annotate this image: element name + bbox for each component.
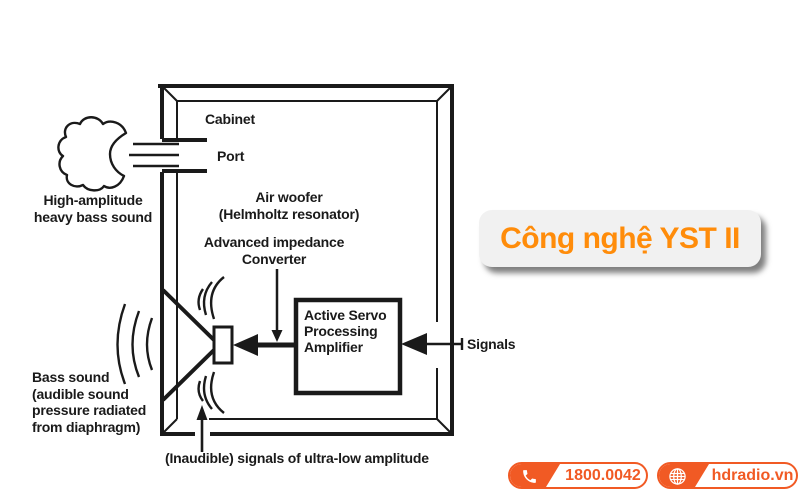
globe-icon: [669, 468, 686, 485]
internal-sound-waves-lower-icon: [197, 371, 225, 414]
external-sound-waves-icon: [116, 303, 154, 385]
impedance-converter-label: Advanced impedance Converter: [203, 234, 345, 267]
cabinet-label: Cabinet: [205, 111, 255, 127]
inaudible-label: (Inaudible) signals of ultra-low amplitu…: [165, 450, 429, 466]
website-url: hdradio.vn: [711, 466, 794, 484]
cabinet-outline: [158, 84, 454, 436]
phone-icon: [523, 470, 536, 483]
website-badge[interactable]: hdradio.vn: [657, 462, 798, 489]
internal-sound-waves-upper-icon: [197, 276, 225, 320]
phone-badge-slant: [510, 464, 560, 487]
cabinet-inner-walls: [160, 84, 454, 436]
air-woofer-label: Air woofer (Helmholtz resonator): [218, 189, 360, 222]
bass-sound-label: Bass sound (audible sound pressure radia…: [32, 369, 147, 435]
cloud-icon: [57, 116, 128, 192]
driver-rect: [212, 325, 234, 365]
phone-badge[interactable]: 1800.0042: [508, 462, 648, 489]
tech-badge-label: Công nghệ YST II: [500, 221, 740, 255]
port-tube: [162, 138, 207, 173]
tech-badge: Công nghệ YST II: [479, 210, 761, 267]
port-label: Port: [217, 148, 245, 164]
high-amplitude-label: High-amplitude heavy bass sound: [33, 192, 153, 225]
airflow-lines-icon: [129, 142, 179, 168]
inaudible-arrow: [196, 405, 208, 452]
converter-arrow: [271, 269, 283, 342]
amplifier-label: Active Servo Processing Amplifier: [304, 307, 387, 355]
signals-label: Signals: [467, 336, 516, 352]
signals-arrow: [401, 333, 464, 355]
speaker-cone: [161, 288, 234, 402]
amp-to-driver-arrow: [233, 334, 296, 356]
phone-number: 1800.0042: [565, 466, 641, 484]
